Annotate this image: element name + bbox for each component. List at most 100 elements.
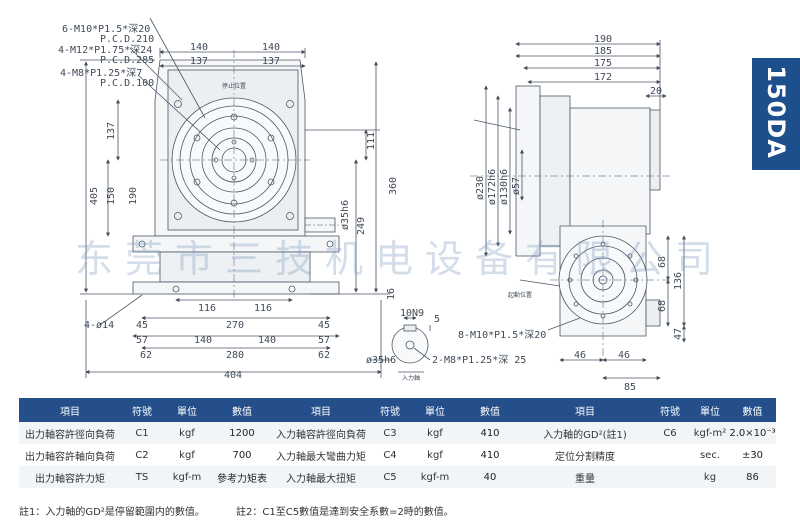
dim-label: 68	[657, 300, 668, 312]
technical-drawing: 6-M10*P1.5*深20 P.C.D.210 4-M12*P1.75*深24…	[58, 17, 686, 393]
table-cell: 1200	[211, 422, 273, 444]
dim-label: 85	[624, 382, 636, 393]
table-cell	[649, 466, 691, 488]
dim-label: 137	[262, 56, 280, 67]
dim-label: 46	[618, 350, 630, 361]
dim-label: 360	[388, 177, 399, 195]
table-cell: kgf-m²	[691, 422, 729, 444]
dim-label: 57	[136, 335, 148, 346]
dim-label: 62	[140, 350, 152, 361]
table-cell: 410	[459, 422, 521, 444]
header-value: 數值	[459, 398, 521, 422]
table-cell: C2	[121, 444, 163, 466]
dim-label: 10N9	[400, 308, 424, 319]
dim-label: 175	[594, 58, 612, 69]
table-cell: 入力軸的GD²(註1)	[521, 422, 649, 444]
dim-label: 150	[106, 187, 117, 205]
spec-table: 項目 符號 單位 數值 項目 符號 單位 數值 項目 符號 單位 數值 出力軸容…	[19, 398, 776, 488]
front-view	[80, 17, 390, 378]
table-cell: 700	[211, 444, 273, 466]
dim-label: 137	[106, 122, 117, 140]
header-unit: 單位	[163, 398, 211, 422]
dim-label: 137	[190, 56, 208, 67]
foot-hole-note: 4-ø14	[84, 320, 114, 331]
header-symbol: 符號	[121, 398, 163, 422]
table-cell	[649, 444, 691, 466]
model-label: 150DA	[762, 65, 790, 159]
dim-label: 249	[356, 217, 367, 235]
hole-note: 4-M12*P1.75*深24	[58, 44, 152, 56]
table-cell: kgf-m	[163, 466, 211, 488]
table-cell: 參考力矩表	[211, 466, 273, 488]
dim-label: 140	[190, 42, 208, 53]
table-cell: 重量	[521, 466, 649, 488]
table-cell: kgf	[163, 422, 211, 444]
hole-note: 6-M10*P1.5*深20	[62, 23, 150, 35]
table-cell: kgf-m	[411, 466, 459, 488]
dim-label: ø130h6	[499, 169, 510, 205]
dim-label: ø230	[475, 176, 486, 200]
front-view-labels: 6-M10*P1.5*深20 P.C.D.210 4-M12*P1.75*深24…	[58, 23, 399, 381]
header-symbol: 符號	[369, 398, 411, 422]
hole-note: 4-M8*P1.25*深7	[60, 67, 142, 79]
dim-label: 140	[262, 42, 280, 53]
table-cell: 出力軸容許軸向負荷	[19, 444, 121, 466]
dim-label: ø172h6	[487, 169, 498, 205]
model-tag: 150DA	[752, 58, 800, 170]
pcd-note: P.C.D.210	[100, 34, 154, 45]
dim-label: 280	[226, 350, 244, 361]
dim-label: 185	[594, 46, 612, 57]
thread-note: 8-M10*P1.5*深20	[458, 329, 546, 341]
pcd-note: P.C.D.285	[100, 55, 154, 66]
footnote: 註2：C1至C5數值是達到安全系數=2時的數值。	[236, 507, 454, 518]
dim-label: 116	[198, 303, 216, 314]
dim-label: 190	[128, 187, 139, 205]
table-cell: 出力軸容許徑向負荷	[19, 422, 121, 444]
dim-label: 62	[318, 350, 330, 361]
dim-label: 16	[386, 288, 397, 300]
table-cell: kgf	[411, 422, 459, 444]
table-cell: ±30	[729, 444, 776, 466]
dim-label: 47	[673, 328, 684, 340]
table-cell: 2.0×10⁻³	[729, 422, 776, 444]
table-cell: C3	[369, 422, 411, 444]
dim-label: ø57	[511, 177, 522, 195]
dim-label: 20	[650, 86, 662, 97]
footnote: 註1：入力軸的GD²是停留範圍内的數值。	[19, 507, 205, 518]
table-row: 出力軸容許徑向負荷 C1 kgf 1200 入力軸容許徑向負荷 C3 kgf 4…	[19, 422, 776, 444]
footnotes: 註1：入力軸的GD²是停留範圍内的數值。 註2：C1至C5數值是達到安全系數=2…	[19, 503, 799, 518]
table-cell: kg	[691, 466, 729, 488]
table-cell: 定位分割精度	[521, 444, 649, 466]
dim-label: 46	[574, 350, 586, 361]
table-cell: kgf	[163, 444, 211, 466]
table-row: 出力軸容許力矩 TS kgf-m 參考力矩表 入力軸最大扭矩 C5 kgf-m …	[19, 466, 776, 488]
header-symbol: 符號	[649, 398, 691, 422]
table-cell: 410	[459, 444, 521, 466]
table-cell: 出力軸容許力矩	[19, 466, 121, 488]
table-cell: TS	[121, 466, 163, 488]
header-item: 項目	[273, 398, 369, 422]
dim-label: 140	[258, 335, 276, 346]
table-cell: C5	[369, 466, 411, 488]
table-cell: 86	[729, 466, 776, 488]
table-cell: 入力軸最大扭矩	[273, 466, 369, 488]
dim-label: 57	[318, 335, 330, 346]
table-cell: kgf	[411, 444, 459, 466]
dim-label: 136	[673, 272, 684, 290]
dim-label: 172	[594, 72, 612, 83]
table-cell: sec.	[691, 444, 729, 466]
input-shaft-caption: 入力軸	[402, 374, 420, 382]
side-view	[470, 40, 686, 380]
table-cell: 40	[459, 466, 521, 488]
table-cell: 入力軸最大彎曲力矩	[273, 444, 369, 466]
table-cell: C6	[649, 422, 691, 444]
table-header-row: 項目 符號 單位 數值 項目 符號 單位 數值 項目 符號 單位 數值	[19, 398, 776, 422]
stop-position-label: 停止位置	[222, 82, 246, 90]
dim-label: 404	[224, 370, 242, 381]
table-cell: 入力軸容許徑向負荷	[273, 422, 369, 444]
header-value: 數值	[729, 398, 776, 422]
table-row: 出力軸容許軸向負荷 C2 kgf 700 入力軸最大彎曲力矩 C4 kgf 41…	[19, 444, 776, 466]
shaft-detail	[370, 316, 431, 373]
header-unit: 單位	[411, 398, 459, 422]
header-item: 項目	[19, 398, 121, 422]
